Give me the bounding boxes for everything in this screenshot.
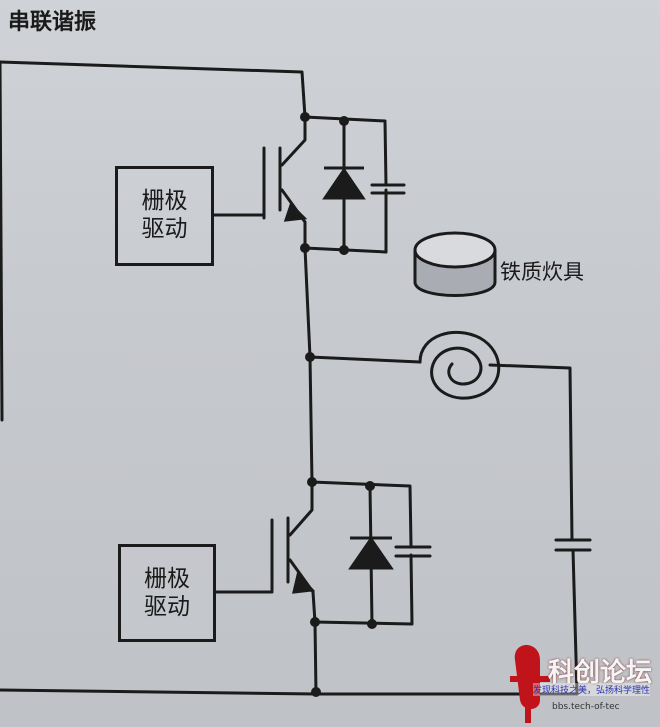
diagram-title: 串联谐振 [8,10,97,35]
junction-dot [311,687,321,697]
watermark-slogan: 发现科技之美，弘扬科学理性 [533,683,651,696]
cookware-label: 铁质炊具 [500,260,584,284]
induction-coil [418,330,501,400]
junction-dot [310,617,320,627]
junction-dot [339,245,349,255]
lower-igbt-emitter [288,558,317,624]
lower-igbt-arrow [292,571,316,594]
upper-igbt-arrow [283,202,308,222]
mid-to-coil-wire [308,355,422,364]
junction-dot [305,352,315,362]
gate-driver-top-line1: 栅极 [141,188,188,214]
lower-network-bottom-wire [313,553,414,626]
junction-dot [300,112,310,122]
watermark-url: bbs.tech-of-tec [552,702,620,712]
cookware-icon [413,231,497,297]
top-rail-wire [0,60,307,119]
upper-igbt-emitter [280,188,307,250]
logo-icon [510,645,550,723]
junction-dot [367,619,377,629]
junction-dot [307,477,317,487]
gate-driver-bottom-line2: 驱动 [144,594,190,620]
junction-dot [339,116,349,126]
upper-network-top-wire [303,115,388,187]
junction-dot [365,481,375,491]
bottom-left-wire [0,688,318,696]
gate-driver-top-box: 栅极 驱动 [115,166,214,266]
junction-dot [300,243,310,253]
upper-network-bottom-wire [303,188,388,254]
watermark-logo-text: 科创论坛 [548,658,653,688]
gate-driver-bottom-line1: 栅极 [144,566,190,592]
upper-diode-symbol [322,167,366,200]
lower-igbt-collector [288,480,314,537]
gate-driver-top-line2: 驱动 [141,216,188,242]
cap-to-bottom-wire [571,548,579,696]
mid-node-wire [303,246,314,484]
gate-driver-bottom-box: 栅极 驱动 [118,544,216,642]
lower-diode-symbol [348,536,394,570]
upper-igbt-collector [280,115,307,167]
left-margin-wire [0,60,4,422]
coil-to-cap-wire [488,363,574,542]
lower-network-top-wire [310,480,413,547]
